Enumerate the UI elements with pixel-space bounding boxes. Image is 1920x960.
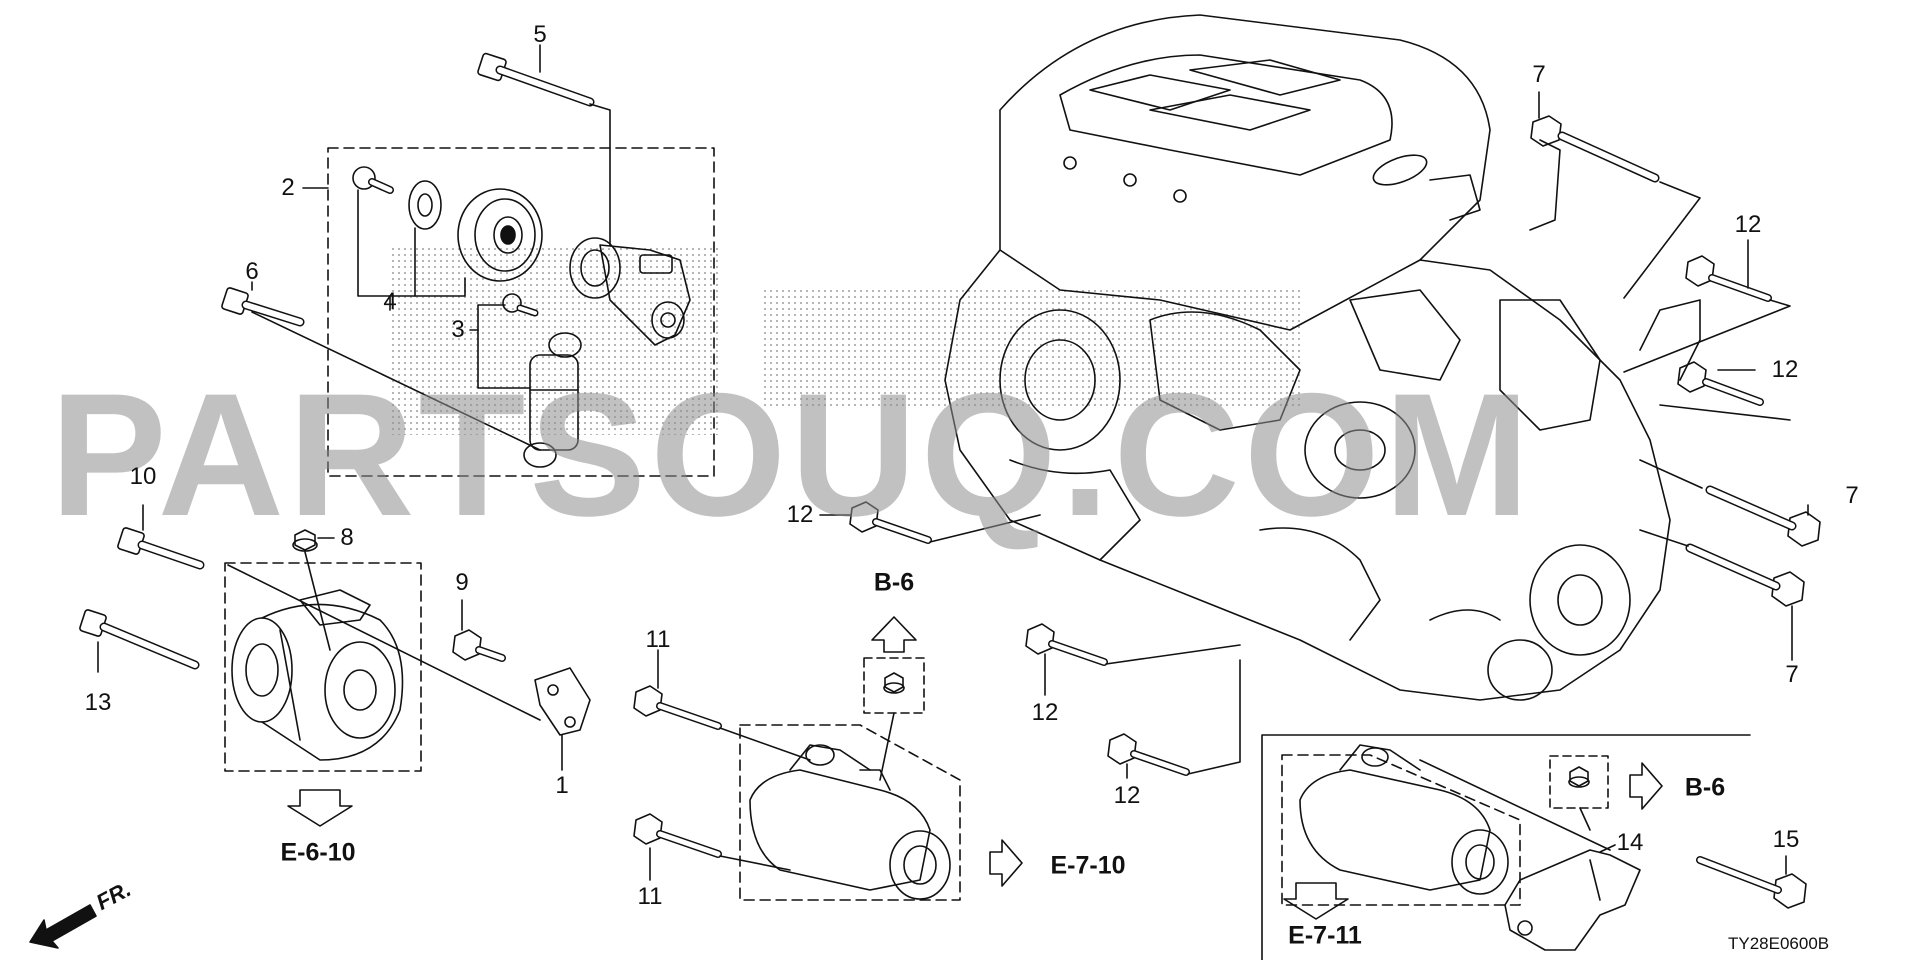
leader-7-top-b <box>1623 181 1701 299</box>
bolt-7-lower <box>1685 543 1805 607</box>
inset-nut <box>1568 766 1590 788</box>
leader-11-lower-b <box>719 855 791 871</box>
callout-7-lower: 7 <box>1785 661 1799 688</box>
leader-12-c-b <box>929 514 1041 543</box>
inset-frame <box>1261 734 1751 960</box>
ref-e610: E-6-10 <box>280 838 356 867</box>
bolt-15 <box>1696 856 1807 909</box>
b6-arrow-up-center <box>871 616 917 653</box>
leader-14-b <box>1419 759 1611 851</box>
callout-5: 5 <box>533 21 547 48</box>
front-arrow-icon <box>29 904 97 949</box>
leader-12-b-b <box>1659 404 1791 421</box>
leader-7-right-b <box>1639 459 1703 489</box>
nut-box-inset <box>1549 755 1609 809</box>
ref-e711: E-7-11 <box>1288 921 1362 950</box>
callout-7-top: 7 <box>1532 61 1546 88</box>
callout-1: 1 <box>555 772 569 799</box>
leader-nut-inset <box>1579 807 1591 831</box>
ref-b6-inset: B-6 <box>1684 773 1726 802</box>
callout-4: 4 <box>383 288 397 315</box>
callout-11-upper: 11 <box>645 626 671 653</box>
idler-washer <box>408 180 442 230</box>
leader-nut-center <box>879 712 895 781</box>
callout-12-a: 12 <box>1734 211 1762 238</box>
callout-12-d: 12 <box>1031 699 1059 726</box>
bolt-11-upper <box>633 685 722 730</box>
leader-10-b <box>227 564 541 721</box>
b6-arrow-right-inset <box>1629 762 1663 810</box>
alternator <box>231 589 404 761</box>
bolt-10 <box>117 527 205 570</box>
callout-7-right: 7 <box>1845 482 1859 509</box>
watermark-text: PARTSOUQ.COM <box>50 358 1534 553</box>
leader-12-a-b <box>1623 299 1791 373</box>
starter-box-inset <box>1281 754 1521 906</box>
callout-10: 10 <box>129 463 157 490</box>
bolt-6 <box>221 287 305 327</box>
bolt-13 <box>79 609 200 670</box>
callout-9: 9 <box>455 569 469 596</box>
leader-7-lower-b <box>1639 529 1689 547</box>
bolt-12-c <box>849 501 932 544</box>
engine-assembly <box>944 14 1701 701</box>
e610-arrow-down <box>287 789 353 827</box>
leader-12-e-b <box>1187 659 1241 775</box>
callout-14: 14 <box>1616 829 1644 856</box>
nut-box-center <box>863 657 925 714</box>
tensioner-damper <box>502 293 582 468</box>
leader-12-d-b <box>1105 644 1241 665</box>
callout-12-b: 12 <box>1771 356 1799 383</box>
bolt-9 <box>452 629 506 662</box>
callout-11-lower: 11 <box>637 883 663 910</box>
bolt-11-lower <box>633 813 722 858</box>
callout-6: 6 <box>245 258 259 285</box>
leader-8-b <box>304 551 331 651</box>
alternator-box <box>224 562 422 772</box>
starter-nut <box>883 672 905 694</box>
leader-3b <box>477 329 531 389</box>
starter-motor-inset <box>1299 744 1509 895</box>
bolt-5 <box>477 52 595 107</box>
idler-bolt <box>352 166 394 194</box>
bolt-7-top <box>1530 115 1660 183</box>
nut-8 <box>292 529 318 552</box>
callout-3: 3 <box>451 316 465 343</box>
bolt-12-a <box>1685 255 1772 302</box>
leader-5b <box>589 103 611 246</box>
bracket-1 <box>534 667 591 736</box>
e711-arrow-down <box>1283 882 1349 920</box>
callout-12-e: 12 <box>1113 782 1141 809</box>
callout-12-c: 12 <box>786 501 814 528</box>
idler-pulley <box>457 188 543 282</box>
ref-e710: E-7-10 <box>1050 851 1126 880</box>
bolt-12-e <box>1107 733 1190 776</box>
diagram-code: TY28E0600B <box>1728 934 1830 953</box>
callout-15: 15 <box>1772 826 1800 853</box>
tensioner-assembly-box <box>327 147 715 477</box>
leader-6 <box>251 311 541 451</box>
ref-b6-center: B-6 <box>873 568 915 597</box>
starter-motor <box>749 744 951 900</box>
bolt-7-right <box>1705 485 1821 547</box>
leader-4 <box>357 189 466 297</box>
bolt-12-b <box>1677 361 1764 406</box>
callout-13: 13 <box>84 689 112 716</box>
starter-box <box>739 724 961 901</box>
bolt-12-d <box>1025 623 1108 666</box>
e710-arrow-right <box>989 839 1023 887</box>
bracket-14 <box>1504 849 1641 951</box>
callout-2: 2 <box>281 174 295 201</box>
leader-11-upper-b <box>719 727 811 761</box>
callout-8: 8 <box>340 524 354 551</box>
tensioner-body <box>569 237 691 346</box>
leader-3 <box>469 304 506 331</box>
